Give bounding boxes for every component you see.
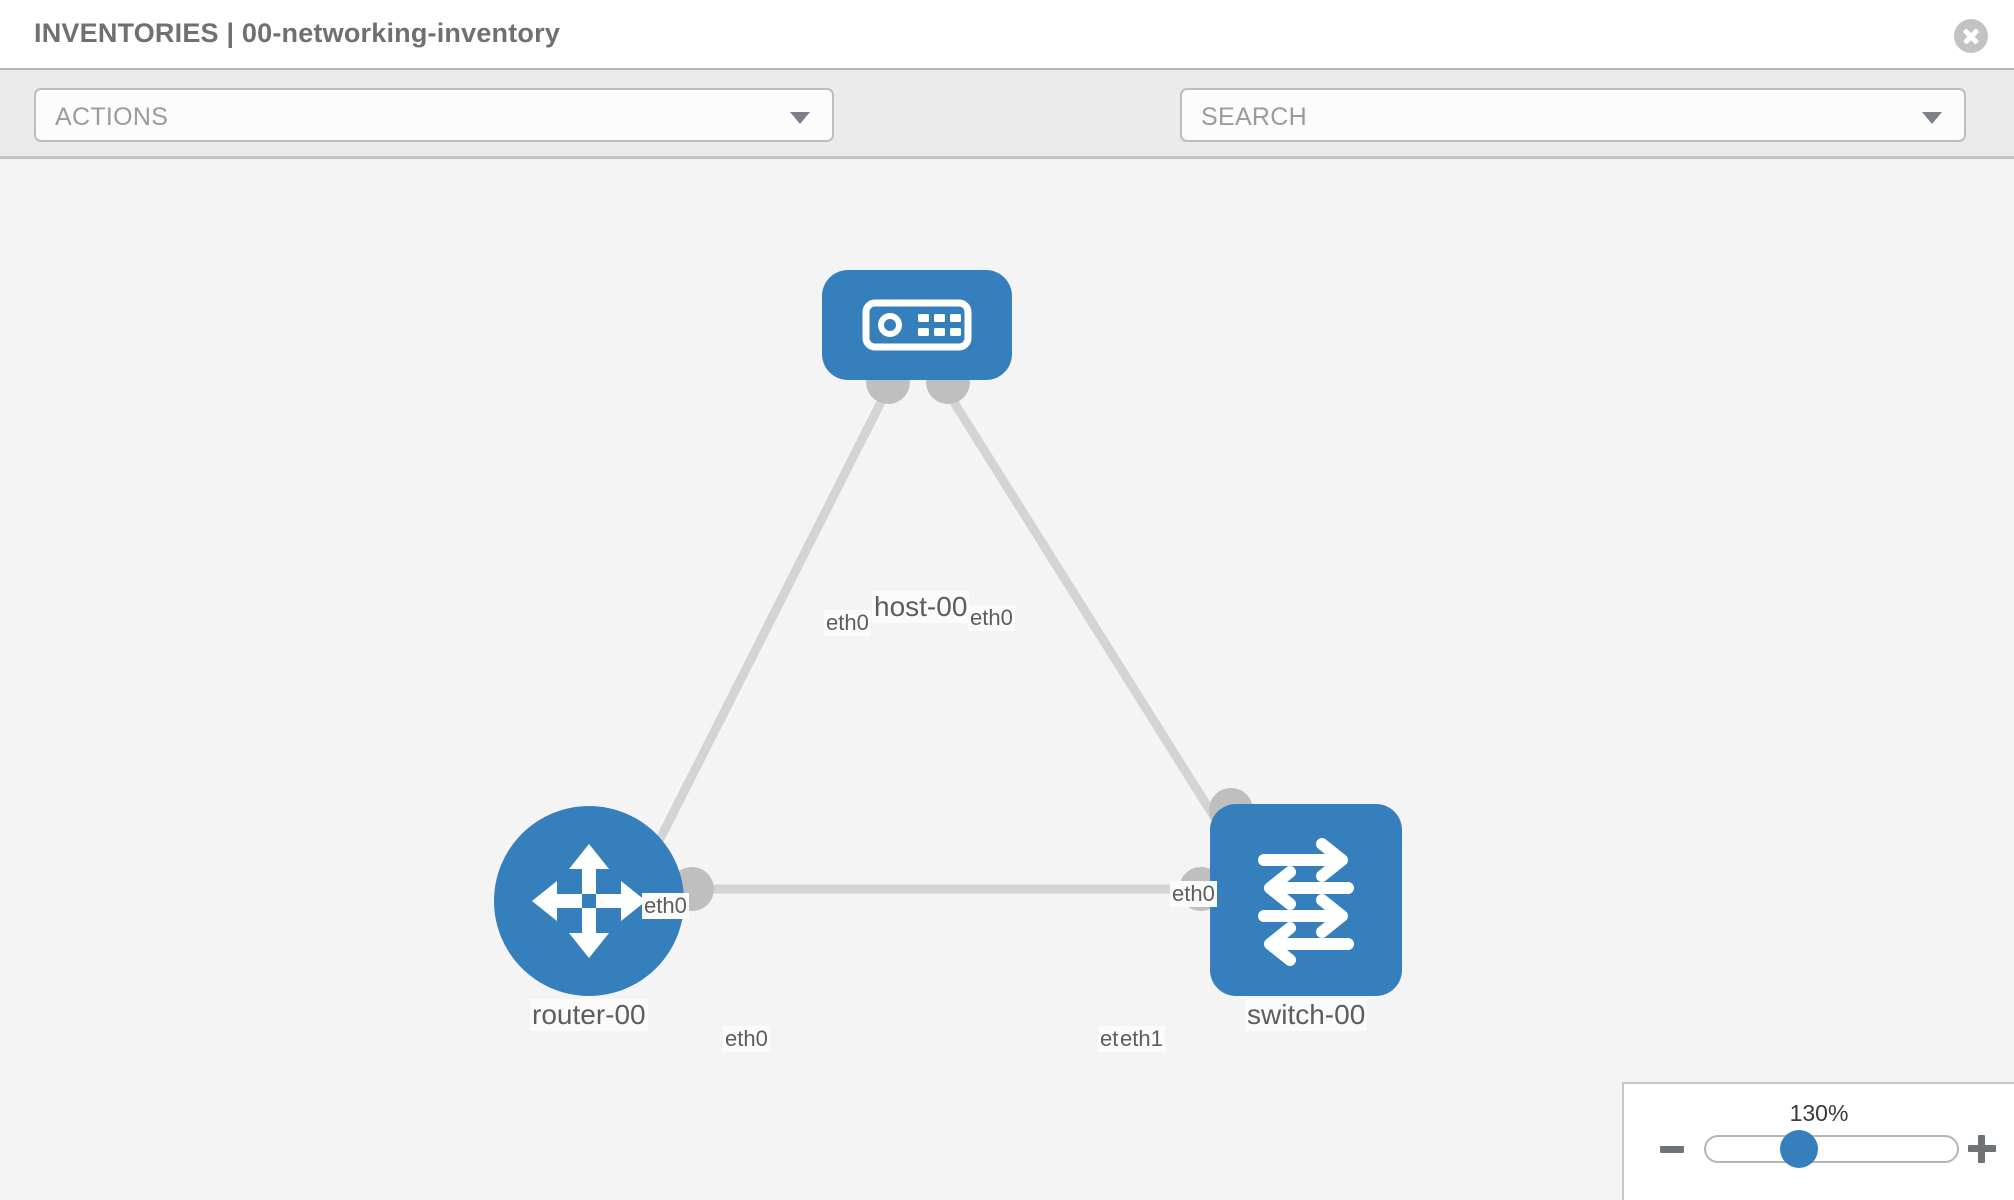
zoom-slider-handle[interactable]	[1780, 1130, 1818, 1168]
window-header: INVENTORIES | 00-networking-inventory	[0, 0, 2014, 70]
node-switch-00-shape[interactable]	[1210, 804, 1402, 996]
toolbar: ACTIONS SEARCH	[0, 70, 2014, 196]
zoom-slider-track[interactable]	[1704, 1135, 1959, 1163]
node-router-00-label: router-00	[530, 999, 648, 1031]
node-host-00-label: host-00	[872, 591, 970, 623]
actions-dropdown[interactable]: ACTIONS	[34, 88, 834, 142]
zoom-in-button[interactable]	[1968, 1135, 1996, 1163]
port-label-switch-left: eth1	[1118, 1026, 1165, 1052]
node-switch-00-label: switch-00	[1245, 999, 1368, 1031]
port-label-router-up: eth0	[642, 893, 689, 919]
zoom-out-button[interactable]	[1660, 1146, 1684, 1153]
switch-icon	[1258, 838, 1354, 966]
port-label-host-left: eth0	[824, 610, 871, 636]
edge-host-switch	[950, 399, 1233, 844]
page-title: INVENTORIES | 00-networking-inventory	[34, 18, 561, 48]
search-input[interactable]: SEARCH	[1180, 88, 1966, 142]
router-icon	[532, 844, 646, 958]
close-icon[interactable]	[1954, 19, 1988, 53]
server-icon	[862, 299, 972, 351]
port-label-switch-up: eth0	[1170, 881, 1217, 907]
zoom-level-value: 130%	[1789, 1100, 1849, 1126]
port-label-router-right: eth0	[723, 1026, 770, 1052]
chevron-down-icon	[1922, 112, 1942, 124]
port-label-host-right: eth0	[968, 605, 1015, 631]
chevron-down-icon	[790, 112, 810, 124]
node-host-00-shape[interactable]	[822, 270, 1012, 380]
topology-canvas[interactable]: host-00 eth0 eth0 router-00 eth0 eth0	[0, 159, 2014, 1200]
search-placeholder: SEARCH	[1201, 103, 1307, 131]
zoom-control-panel: 130%	[1622, 1082, 2014, 1200]
actions-dropdown-label: ACTIONS	[55, 103, 169, 131]
edge-router-host	[655, 399, 885, 844]
